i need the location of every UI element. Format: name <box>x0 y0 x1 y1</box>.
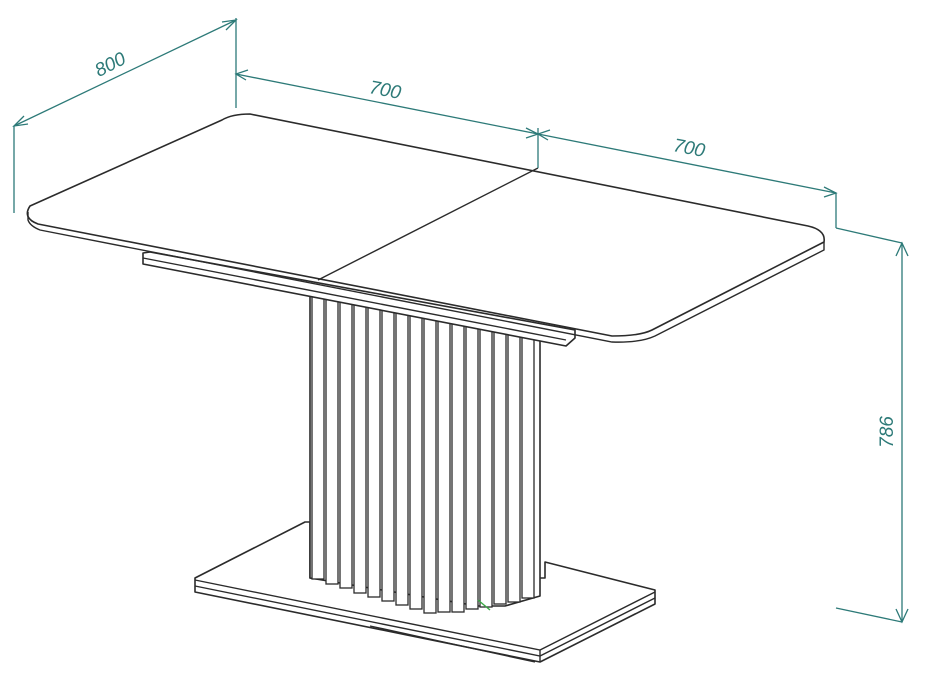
arrowhead <box>895 241 909 257</box>
pedestal-rib <box>367 305 381 598</box>
accent-edge-line <box>477 599 491 611</box>
dimension-line <box>537 133 837 194</box>
pedestal-rib <box>521 331 535 599</box>
arrowhead <box>12 115 29 127</box>
width-right-label: 700 <box>671 135 707 162</box>
pedestal-rib <box>409 313 423 610</box>
extension-line <box>835 607 903 623</box>
pedestal-rib <box>423 315 437 614</box>
pedestal-rib <box>353 303 367 594</box>
arrowhead <box>221 19 238 31</box>
pedestal-rib <box>493 327 507 605</box>
dimension-line <box>235 73 539 135</box>
arrowhead <box>234 69 249 81</box>
pedestal-rib <box>339 300 353 589</box>
height-dimension: 786 <box>835 227 909 624</box>
dimension-line <box>13 19 237 127</box>
pedestal-rib <box>451 320 465 613</box>
pedestal-rib <box>325 298 339 585</box>
height-label: 786 <box>877 416 898 448</box>
pedestal-rib <box>381 308 395 602</box>
pedestal-rib <box>437 318 451 613</box>
depth-label: 800 <box>92 48 130 81</box>
extension-line <box>835 227 903 244</box>
pedestal-rib <box>395 310 409 606</box>
arrowhead <box>895 608 909 624</box>
pedestal-rib <box>311 295 325 580</box>
arrowhead <box>536 129 551 141</box>
pedestal-rib <box>465 323 479 610</box>
pedestal-rib <box>507 329 521 603</box>
width-left-label: 700 <box>367 77 403 104</box>
pedestal-rib <box>479 325 493 608</box>
table-top-split-line <box>317 167 539 281</box>
table-top <box>26 113 825 343</box>
table-pedestal <box>309 291 541 614</box>
